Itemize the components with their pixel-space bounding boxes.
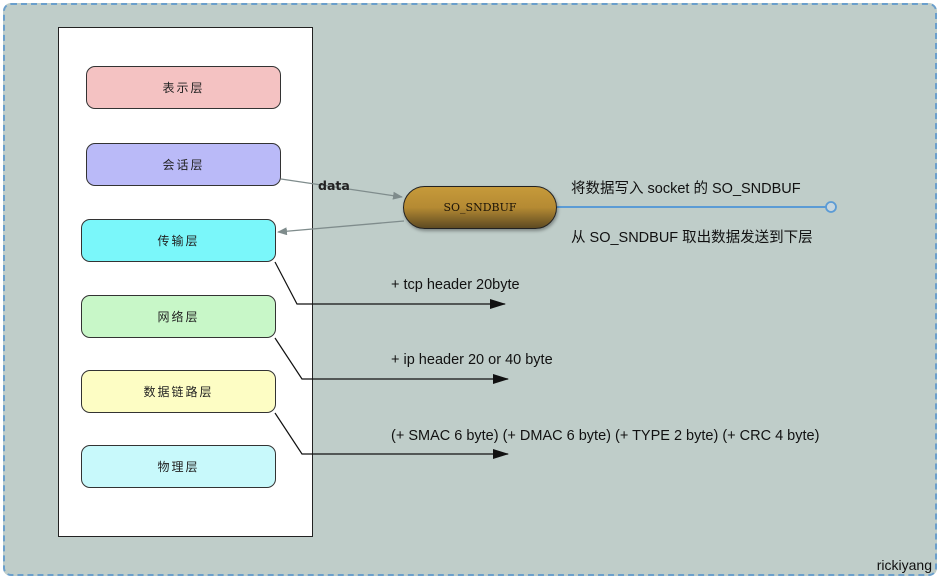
session-to-buffer-arrow — [280, 178, 403, 200]
write-note: 将数据写入 socket 的 SO_SNDBUF — [571, 181, 801, 197]
tcp-header-arrow — [274, 261, 506, 309]
layer-data-link[interactable]: 数据链路层 — [81, 370, 276, 413]
layer-physical[interactable]: 物理层 — [81, 445, 276, 488]
ip-header-label: + ip header 20 or 40 byte — [391, 352, 553, 368]
layer-presentation[interactable]: 表示层 — [86, 66, 281, 109]
link-header-arrow — [274, 412, 509, 459]
read-note: 从 SO_SNDBUF 取出数据发送到下层 — [571, 230, 813, 246]
layer-transport[interactable]: 传输层 — [81, 219, 276, 262]
layer-label: 会话层 — [162, 158, 205, 172]
layer-label: 表示层 — [162, 81, 205, 95]
layer-label: 网络层 — [157, 310, 200, 324]
layer-network[interactable]: 网络层 — [81, 295, 276, 338]
data-edge-label: data — [318, 178, 350, 193]
so-sndbuf-label: SO_SNDBUF — [443, 201, 517, 214]
ip-header-arrow — [274, 337, 509, 384]
link-header-label: (+ SMAC 6 byte) (+ DMAC 6 byte) (+ TYPE … — [391, 428, 820, 444]
so-sndbuf-node[interactable]: SO_SNDBUF — [403, 186, 557, 229]
layer-label: 物理层 — [157, 460, 200, 474]
note-connector-endpoint — [825, 201, 837, 213]
tcp-header-label: + tcp header 20byte — [391, 277, 520, 293]
author-signature: rickiyang — [876, 557, 932, 573]
layer-label: 数据链路层 — [143, 385, 214, 399]
layer-label: 传输层 — [157, 234, 200, 248]
layer-session[interactable]: 会话层 — [86, 143, 281, 186]
buffer-to-transport-arrow — [277, 220, 405, 236]
